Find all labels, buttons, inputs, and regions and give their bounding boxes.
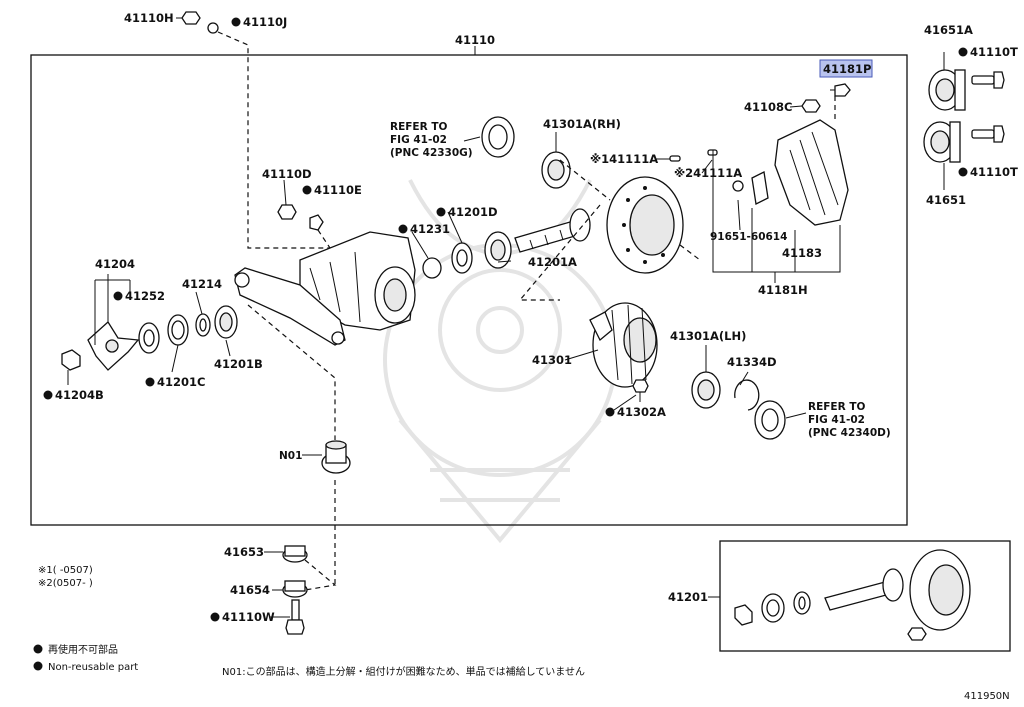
label-141111A[interactable]: ※141111A — [590, 152, 658, 166]
label-41301A-LH[interactable]: 41301A(LH) — [670, 329, 746, 343]
nut-41204B-icon[interactable] — [61, 349, 81, 371]
highlight-41181P — [819, 59, 873, 78]
label-41110W[interactable]: 41110W — [222, 610, 275, 624]
oil-seal-top-refer-icon[interactable] — [481, 116, 515, 158]
label-N01[interactable]: N01 — [279, 450, 302, 462]
label-41654[interactable]: 41654 — [230, 583, 270, 597]
label-41214[interactable]: 41214 — [182, 277, 222, 291]
inset-seal-icon[interactable] — [761, 593, 785, 623]
label-41204[interactable]: 41204 — [95, 257, 135, 271]
label-41110T-a[interactable]: 41110T — [970, 45, 1018, 59]
bolt-91651-icon[interactable] — [732, 180, 744, 192]
bearing-41301A-RH-icon[interactable] — [541, 151, 571, 189]
oil-seal-bottom-refer-icon[interactable] — [754, 400, 786, 440]
label-41110D[interactable]: 41110D — [262, 167, 312, 181]
cushion-41653-icon[interactable] — [282, 545, 308, 563]
label-41302A[interactable]: 41302A — [617, 405, 666, 419]
label-41201-inset[interactable]: 41201 — [668, 590, 708, 604]
bushing-N01-icon[interactable] — [321, 440, 351, 474]
part-41110J-icon[interactable] — [207, 22, 219, 34]
figure-code: 411950N — [964, 691, 1010, 702]
label-41301A-RH[interactable]: 41301A(RH) — [543, 117, 621, 131]
label-41201C[interactable]: 41201C — [157, 375, 205, 389]
label-41110H[interactable]: 41110H — [124, 11, 174, 25]
label-41201A[interactable]: 41201A — [528, 255, 577, 269]
inset-nut-icon[interactable] — [734, 604, 753, 626]
label-41110T-b[interactable]: 41110T — [970, 165, 1018, 179]
label-241111A[interactable]: ※241111A — [674, 166, 742, 180]
note-ref2: ※2(0507- ) — [38, 578, 93, 589]
label-41301[interactable]: 41301 — [532, 353, 572, 367]
label-refer-bottom-2[interactable]: FIG 41-02 — [808, 414, 865, 426]
bolt-41110T-b-icon[interactable] — [971, 125, 1005, 143]
label-41181H[interactable]: 41181H — [758, 283, 808, 297]
pin-141111A-icon[interactable] — [669, 155, 681, 162]
plug-41108C-icon[interactable] — [801, 99, 821, 113]
inset-ring-gear-frame — [719, 540, 1011, 652]
label-41201D[interactable]: 41201D — [448, 205, 498, 219]
legend-en: Non-reusable part — [48, 662, 138, 673]
label-41110J[interactable]: 41110J — [243, 15, 287, 29]
part-41110D-icon[interactable] — [277, 204, 297, 220]
breather-41181P-icon[interactable] — [830, 83, 851, 97]
label-41201B[interactable]: 41201B — [214, 357, 263, 371]
label-41110[interactable]: 41110 — [455, 33, 495, 47]
label-41252[interactable]: 41252 — [125, 289, 165, 303]
legend-jp: 再使用不可部品 — [48, 643, 118, 656]
bearing-41201A-icon[interactable] — [484, 231, 512, 269]
label-refer-bottom-3[interactable]: (PNC 42340D) — [808, 427, 891, 439]
bolt-41110W-icon[interactable] — [285, 599, 305, 635]
inset-spacer-icon[interactable] — [793, 591, 811, 615]
plate-91651-icon[interactable] — [751, 171, 769, 205]
label-41183[interactable]: 41183 — [782, 246, 822, 260]
bearing-41201C-icon[interactable] — [167, 314, 189, 346]
oil-seal-41252-icon[interactable] — [138, 322, 160, 354]
note-n01: N01:この部品は、構造上分解・組付けが困難なため、単品では補給していません — [222, 665, 585, 678]
label-refer-top-1[interactable]: REFER TO — [390, 121, 448, 133]
label-41204B[interactable]: 41204B — [55, 388, 104, 402]
spacer-41214-icon[interactable] — [195, 313, 211, 337]
differential-case-41301-icon[interactable] — [589, 302, 658, 388]
bearing-41301A-LH-icon[interactable] — [691, 371, 721, 409]
label-41181P[interactable]: 41181P — [823, 62, 871, 76]
label-refer-top-2[interactable]: FIG 41-02 — [390, 134, 447, 146]
cushion-41654-icon[interactable] — [282, 580, 308, 598]
legend-dot-icon — [33, 661, 43, 671]
label-41651[interactable]: 41651 — [926, 193, 966, 207]
carrier-housing-icon[interactable] — [234, 231, 416, 346]
inset-bolt-icon[interactable] — [907, 627, 927, 641]
label-refer-bottom-1[interactable]: REFER TO — [808, 401, 866, 413]
bolt-41110T-a-icon[interactable] — [971, 71, 1005, 89]
main-assembly-frame — [30, 54, 908, 526]
ring-gear-icon[interactable] — [606, 176, 684, 274]
label-91651-60614[interactable]: 91651-60614 — [710, 231, 787, 243]
label-41653[interactable]: 41653 — [224, 545, 264, 559]
mount-41651A-icon[interactable] — [928, 69, 966, 111]
bolt-41302A-icon[interactable] — [632, 379, 649, 402]
bearing-41201B-icon[interactable] — [214, 305, 238, 339]
label-41334D[interactable]: 41334D — [727, 355, 777, 369]
legend-dot-icon — [33, 644, 43, 654]
inset-pinion-icon[interactable] — [824, 568, 904, 611]
companion-flange-41204-icon[interactable] — [87, 320, 140, 371]
label-41231[interactable]: 41231 — [410, 222, 450, 236]
part-41110H-icon[interactable] — [176, 11, 201, 25]
mount-41651-icon[interactable] — [923, 121, 961, 163]
inset-ring-gear-icon[interactable] — [909, 549, 971, 631]
drive-pinion-icon[interactable] — [514, 208, 591, 253]
leader-lines — [67, 105, 807, 618]
label-41651A[interactable]: 41651A — [924, 23, 973, 37]
snap-ring-41334D-icon[interactable] — [734, 379, 760, 411]
note-ref1: ※1( -0507) — [38, 565, 93, 576]
rear-cover-41183-icon[interactable] — [774, 119, 849, 226]
label-refer-top-3[interactable]: (PNC 42330G) — [390, 147, 473, 159]
label-41110E[interactable]: 41110E — [314, 183, 362, 197]
spacer-41201D-icon[interactable] — [451, 242, 473, 274]
part-41110E-icon[interactable] — [309, 214, 324, 231]
label-41108C[interactable]: 41108C — [744, 100, 792, 114]
washer-41231-icon[interactable] — [422, 257, 442, 279]
